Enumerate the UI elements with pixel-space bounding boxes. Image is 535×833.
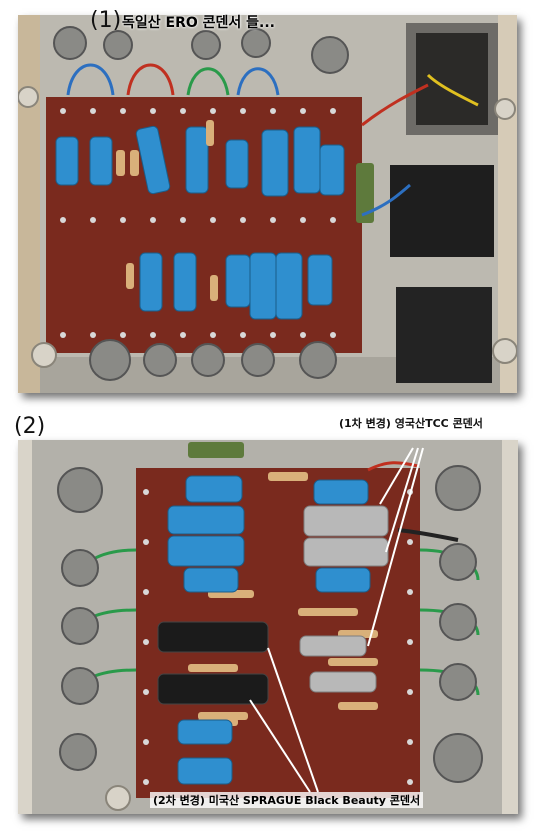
- tcc-capacitor-label: (1차 변경) 영국산TCC 콘덴서: [336, 414, 486, 432]
- photo-1-number: (1): [90, 8, 122, 33]
- photo-2-image: [18, 440, 518, 814]
- photo-1-caption: 독일산 ERO 콘덴서 들...: [122, 15, 275, 31]
- photo-2-amplifier-interior: [18, 440, 518, 814]
- sprague-capacitor-label: (2차 변경) 미국산 SPRAGUE Black Beauty 콘덴서: [150, 792, 424, 808]
- photo-1-amplifier-interior: [18, 15, 517, 393]
- photo-2-number: (2): [14, 414, 46, 439]
- photo-1-image: [18, 15, 517, 393]
